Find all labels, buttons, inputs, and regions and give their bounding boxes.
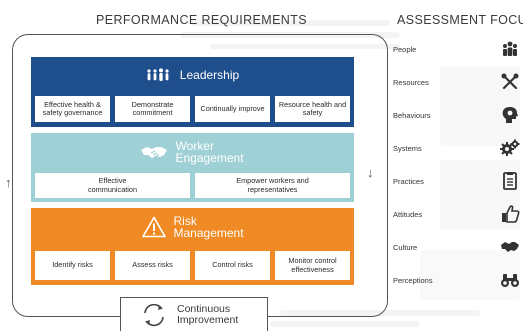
gears-icon	[500, 139, 520, 156]
requirement-cell: Monitor control effectiveness	[274, 250, 351, 281]
handshake-icon	[140, 146, 167, 158]
focus-label: Culture	[393, 242, 418, 252]
focus-item-practices: Practices	[393, 167, 521, 195]
focus-label: Behaviours	[393, 110, 431, 120]
focus-item-systems: Systems	[393, 134, 521, 162]
requirement-cell: Resource health and safety	[274, 95, 351, 123]
cycle-up-arrow-icon: ↑	[5, 175, 12, 190]
requirement-cell: Effective health & safety governance	[34, 95, 111, 123]
group-of-people-icon	[147, 68, 169, 81]
continuous-improvement-label: Continuous Improvement	[177, 302, 239, 326]
risk-management-header: Risk Management	[31, 208, 354, 246]
binoculars-icon	[501, 274, 519, 287]
focus-item-behaviours: Behaviours	[393, 101, 521, 129]
handshake-icon	[501, 242, 519, 252]
leadership-header: Leadership	[31, 57, 354, 93]
assessment-focus-heading: ASSESSMENT FOCUS	[397, 13, 523, 27]
head-profile-icon	[502, 107, 518, 123]
focus-label: Practices	[393, 176, 424, 186]
requirement-cell: Continually improve	[194, 95, 271, 123]
focus-item-culture: Culture	[393, 233, 521, 261]
worker-engagement-requirements: Effective communication Empower workers …	[31, 172, 354, 199]
warning-triangle-icon	[141, 216, 166, 238]
performance-requirements-heading: PERFORMANCE REQUIREMENTS	[96, 13, 308, 27]
requirement-cell: Identify risks	[34, 250, 111, 281]
focus-item-people: People	[393, 35, 521, 63]
requirement-cell: Demonstrate commitment	[114, 95, 191, 123]
cycle-down-arrow-icon: ↓	[367, 165, 374, 180]
risk-management-requirements: Identify risks Assess risks Control risk…	[31, 250, 354, 281]
worker-engagement-title: Worker Engagement	[175, 138, 244, 165]
focus-label: Resources	[393, 77, 429, 87]
focus-label: People	[393, 44, 417, 54]
requirement-cell: Assess risks	[114, 250, 191, 281]
focus-item-attitudes: Attitudes	[393, 200, 521, 228]
risk-management-title: Risk Management	[173, 214, 244, 240]
focus-item-perceptions: Perceptions	[393, 266, 521, 294]
risk-management-band: Risk Management Identify risks Assess ri…	[31, 208, 354, 285]
tools-icon	[501, 73, 519, 90]
focus-label: Systems	[393, 143, 422, 153]
requirement-cell: Empower workers and representatives	[194, 172, 351, 199]
focus-label: Perceptions	[393, 275, 433, 285]
focus-item-resources: Resources	[393, 68, 521, 96]
continuous-improvement-box: Continuous Improvement	[120, 297, 268, 331]
thumbs-up-icon	[502, 205, 520, 223]
people-icon	[503, 41, 517, 56]
requirement-cell: Effective communication	[34, 172, 191, 199]
leadership-title: Leadership	[179, 68, 240, 82]
leadership-requirements: Effective health & safety governance Dem…	[31, 95, 354, 123]
worker-engagement-header: Worker Engagement	[31, 133, 354, 170]
leadership-band: Leadership Effective health & safety gov…	[31, 57, 354, 127]
requirement-cell: Control risks	[194, 250, 271, 281]
worker-engagement-band: Worker Engagement Effective communicatio…	[31, 133, 354, 202]
checklist-icon	[503, 172, 517, 190]
focus-label: Attitudes	[393, 209, 423, 219]
refresh-cycle-icon	[144, 303, 164, 326]
